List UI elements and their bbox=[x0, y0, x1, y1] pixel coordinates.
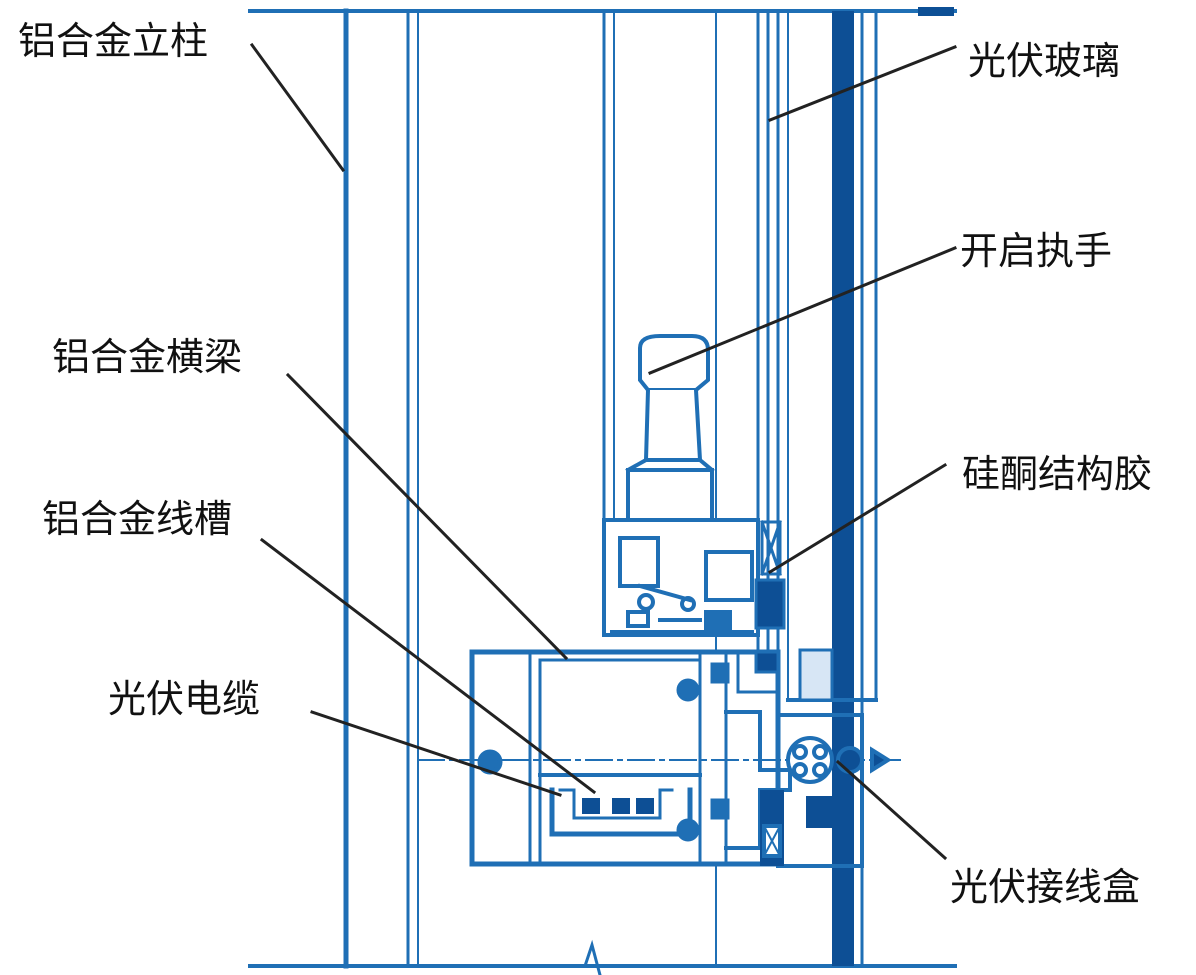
aluminum-wire-trough bbox=[552, 790, 690, 834]
label-aluminum-mullion: 铝合金立柱 bbox=[18, 19, 209, 63]
label-pv-glass: 光伏玻璃 bbox=[968, 39, 1121, 83]
leader-lines bbox=[252, 45, 955, 858]
transom-gaskets bbox=[678, 652, 778, 840]
mullion-lines bbox=[346, 11, 716, 966]
label-silicone-sealant: 硅酮结构胶 bbox=[962, 452, 1153, 496]
label-aluminum-transom: 铝合金横梁 bbox=[52, 335, 243, 379]
leader-silicone-sealant bbox=[770, 465, 945, 572]
leader-aluminum-wire-trough bbox=[262, 540, 594, 792]
label-pv-junction-box: 光伏接线盒 bbox=[950, 865, 1141, 909]
leader-opening-handle bbox=[650, 248, 955, 373]
leader-aluminum-transom bbox=[288, 375, 566, 658]
leader-pv-cable bbox=[312, 712, 560, 795]
leader-aluminum-mullion bbox=[252, 45, 343, 170]
leader-pv-junction-box bbox=[838, 762, 945, 858]
sash-profile bbox=[604, 520, 758, 635]
break-mark bbox=[585, 945, 600, 975]
label-pv-cable: 光伏电缆 bbox=[108, 677, 261, 721]
pv-glass-panel bbox=[778, 7, 954, 966]
label-opening-handle: 开启执手 bbox=[960, 229, 1113, 273]
pv-junction-box bbox=[760, 715, 888, 866]
label-aluminum-wire-trough: 铝合金线槽 bbox=[42, 497, 233, 541]
leader-pv-glass bbox=[770, 47, 955, 120]
aluminum-transom bbox=[472, 652, 790, 864]
opening-handle bbox=[628, 336, 712, 520]
silicone-sealant bbox=[756, 522, 784, 628]
